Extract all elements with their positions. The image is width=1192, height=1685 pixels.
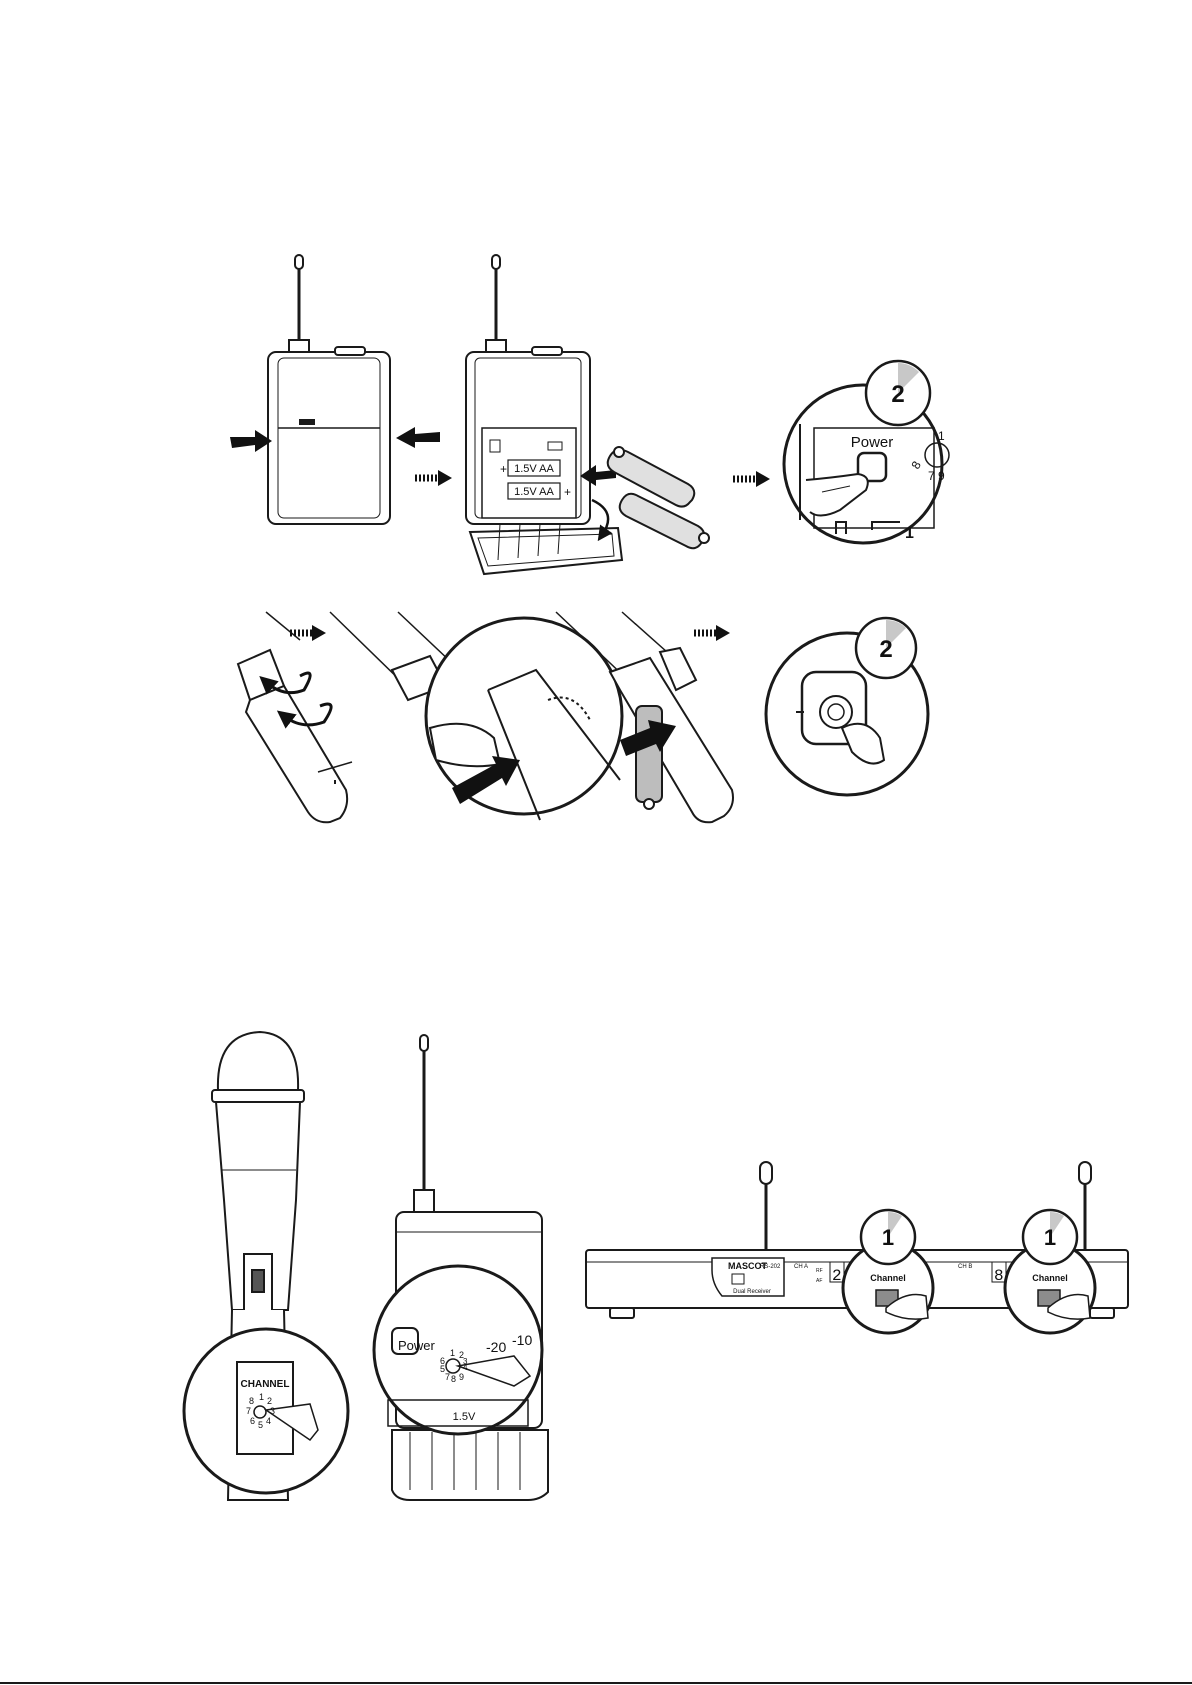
channel-digit: 7	[246, 1406, 251, 1416]
battery-label-2: 1.5V AA	[514, 486, 554, 498]
battery-label-1: 1.5V AA	[514, 463, 554, 475]
timer-value: 2	[891, 381, 904, 408]
dial-digit: 9	[938, 469, 945, 483]
battery-polarity-plus-icon: +	[500, 462, 507, 476]
dial-digit: 9	[459, 1372, 464, 1382]
aa-batteries	[608, 447, 709, 548]
bodypack-closed	[268, 255, 390, 524]
squeeze-arrow-right-icon	[396, 427, 440, 448]
channel-switch-zoom-handheld	[184, 1329, 348, 1493]
receiver-subtitle: Dual Receiver	[733, 1289, 771, 1295]
channel-digit: 6	[250, 1416, 255, 1426]
dial-number-bottom: 1	[905, 525, 914, 542]
channel-digit: 4	[266, 1416, 271, 1426]
dial-digit: 8	[451, 1374, 456, 1384]
channel-button-label: Channel	[1032, 1273, 1068, 1283]
receiver-model: RS-202	[760, 1264, 781, 1270]
dial-digit: 1	[938, 429, 945, 443]
squeeze-arrow-left-icon	[230, 430, 272, 452]
channel-digit: 8	[249, 1396, 254, 1406]
timer-value: 2	[879, 636, 892, 663]
bodypack-power-label: Power	[398, 1338, 436, 1353]
step-arrow-icon	[733, 471, 770, 487]
receiver-channel-b: CH B	[958, 1264, 972, 1270]
receiver-channel-a: CH A	[794, 1264, 808, 1270]
dial-digit: 6	[440, 1356, 445, 1366]
dial-digit: 4	[463, 1363, 468, 1372]
receiver-rf-label: RF	[816, 1268, 823, 1274]
dial-digit: 7	[928, 469, 935, 483]
step-arrow-icon	[290, 625, 326, 641]
channel-switch-title: CHANNEL	[241, 1379, 290, 1390]
receiver-display-b: 8	[994, 1267, 1004, 1285]
channel-digit: 3	[270, 1406, 275, 1416]
dial-digit: 7	[445, 1372, 450, 1382]
power-label: Power	[851, 434, 894, 451]
channel-digit: 2	[267, 1396, 272, 1406]
step-arrow-icon	[415, 470, 452, 486]
bodypack-open	[466, 255, 622, 574]
bodypack-battery-label: 1.5V	[453, 1411, 476, 1423]
gain-label: -20	[486, 1339, 506, 1355]
timer-value: 1	[1044, 1225, 1056, 1250]
timer-value: 1	[882, 1225, 894, 1250]
battery-polarity-plus-icon: +	[564, 485, 571, 499]
channel-button-label: Channel	[870, 1273, 906, 1283]
channel-digit: 1	[259, 1392, 264, 1402]
step-arrow-icon	[694, 625, 730, 641]
channel-digit: 5	[258, 1420, 263, 1430]
dial-digit: 1	[450, 1348, 455, 1358]
handheld-mic-unscrew	[238, 612, 352, 822]
gain-label: -10	[512, 1332, 532, 1348]
receiver-af-label: AF	[816, 1278, 822, 1284]
